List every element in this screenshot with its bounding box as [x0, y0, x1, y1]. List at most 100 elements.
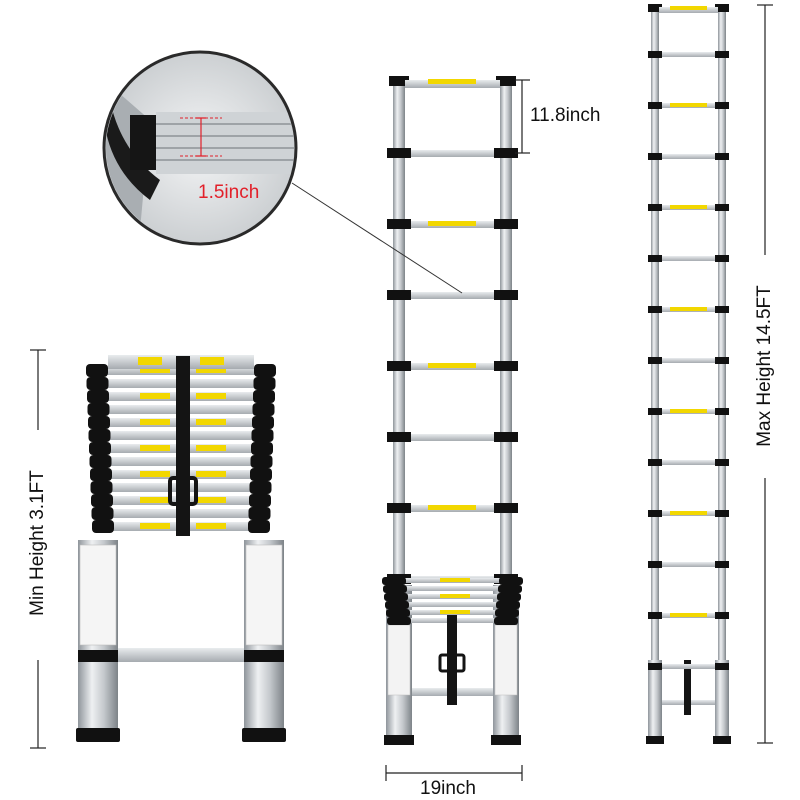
collapsed-top-label-left: [138, 357, 162, 365]
max-height-label: Max Height 14.5FT: [754, 285, 775, 447]
collapsed-stack-cap-right: [251, 429, 274, 442]
extended-left-rail: [651, 8, 659, 738]
collapsed-bottom-cap-right: [244, 650, 284, 662]
partial-stack-label: [440, 610, 470, 614]
rung-spacing-label: 11.8inch: [530, 105, 601, 126]
extended-rung: [659, 154, 718, 159]
partial-rung-cap-left: [387, 219, 411, 229]
collapsed-stack-cap-right: [250, 468, 272, 481]
partial-stack-cap-right: [497, 593, 521, 601]
collapsed-stack-cap-right: [249, 494, 271, 507]
extended-rung-cap-right: [715, 408, 729, 415]
partial-foot-right: [491, 735, 521, 745]
rung-depth-label: 1.5inch: [198, 182, 260, 203]
collapsed-stack-label: [196, 497, 226, 503]
width-dimension: [385, 765, 523, 781]
collapsed-stack-cap-right: [250, 455, 273, 468]
partial-strap-buckle: [438, 653, 466, 673]
collapsed-stack-label: [140, 471, 170, 477]
collapsed-top-label-right: [200, 357, 224, 365]
zoom-rung-cap: [130, 115, 156, 170]
extended-rung-label: [670, 205, 707, 209]
extended-rung-label: [670, 511, 707, 515]
extended-rung-cap-left: [648, 51, 662, 58]
extended-rung-cap-left: [648, 153, 662, 160]
extended-rung-cap-left: [648, 357, 662, 364]
partial-rung-cap-left: [387, 290, 411, 300]
partial-top-label: [428, 79, 476, 84]
extended-rungs: [648, 51, 729, 670]
extended-top-cap-right: [715, 4, 729, 12]
collapsed-stack-cap-right: [252, 403, 275, 416]
partial-right-upper-rail: [500, 82, 512, 582]
partial-rung-cap-left: [387, 361, 411, 371]
partial-rung: [405, 434, 500, 441]
extended-rung-cap-right: [715, 663, 729, 670]
collapsed-stack-label: [140, 497, 170, 503]
partial-foot-left: [384, 735, 414, 745]
collapsed-stack-cap-left: [87, 403, 110, 416]
collapsed-stack-cap-left: [87, 390, 109, 403]
collapsed-stack-label: [140, 393, 170, 399]
extended-rung-cap-left: [648, 102, 662, 109]
width-label: 19inch: [420, 778, 476, 799]
collapsed-stack-cap-right: [253, 377, 276, 390]
extended-rung-cap-left: [648, 612, 662, 619]
extended-rung-cap-left: [648, 459, 662, 466]
collapsed-stack-cap-left: [88, 416, 110, 429]
collapsed-stack-cap-left: [91, 507, 114, 520]
extended-rung: [659, 664, 718, 669]
rung-detail-zoom: [102, 50, 463, 294]
partial-rung-cap-right: [494, 148, 518, 158]
collapsed-stack-label: [196, 393, 226, 399]
partial-strap: [447, 615, 457, 705]
collapsed-stack-cap-left: [89, 455, 112, 468]
collapsed-stack-cap-left: [88, 429, 111, 442]
extended-rung-cap-left: [648, 204, 662, 211]
partial-rung-cap-right: [494, 290, 518, 300]
partial-extended-rungs: [387, 148, 518, 584]
extended-rung-cap-left: [648, 408, 662, 415]
collapsed-left-sticker: [79, 544, 117, 646]
collapsed-stack-label: [196, 523, 226, 529]
partial-stack-cap-right: [494, 617, 518, 625]
collapsed-stack-label: [140, 445, 170, 451]
extended-rung: [659, 52, 718, 57]
extended-rung-cap-right: [715, 204, 729, 211]
partial-stack-cap-right: [499, 577, 523, 585]
collapsed-foot-left: [76, 728, 120, 742]
partial-rung-cap-left: [387, 503, 411, 513]
partial-stack-cap-right: [495, 609, 519, 617]
extended-ladder: [646, 4, 731, 744]
partial-stack-cap-left: [383, 585, 407, 593]
extended-rung-cap-left: [648, 561, 662, 568]
extended-rung-cap-right: [715, 306, 729, 313]
collapsed-strap-buckle: [168, 476, 198, 506]
collapsed-stack-cap-right: [249, 481, 272, 494]
collapsed-right-sticker: [245, 544, 283, 646]
extended-rung-label: [670, 613, 707, 617]
partial-top-cap-right: [496, 76, 516, 86]
extended-foot-left: [646, 736, 664, 744]
collapsed-stack-label: [196, 419, 226, 425]
partial-top-cap-left: [389, 76, 409, 86]
min-height-label: Min Height 3.1FT: [27, 470, 48, 616]
partial-rung: [405, 150, 500, 157]
collapsed-stack-label: [196, 367, 226, 373]
extended-rung: [659, 358, 718, 363]
partial-stack-cap-left: [386, 609, 410, 617]
collapsed-stack-cap-right: [248, 507, 271, 520]
zoom-rung: [156, 112, 294, 174]
extended-rung-cap-left: [648, 306, 662, 313]
extended-rung-label: [670, 307, 707, 311]
collapsed-stack-cap-right: [252, 416, 274, 429]
collapsed-stack-cap-left: [89, 442, 111, 455]
partial-rung-cap-left: [387, 432, 411, 442]
zoom-pointer-line: [291, 182, 463, 294]
partial-left-sticker: [387, 624, 411, 696]
collapsed-stack-cap-left: [90, 468, 112, 481]
extended-rung: [659, 460, 718, 465]
partial-rung-cap-right: [494, 432, 518, 442]
extended-rung-cap-right: [715, 357, 729, 364]
rung-spacing-dimension: [515, 79, 530, 154]
